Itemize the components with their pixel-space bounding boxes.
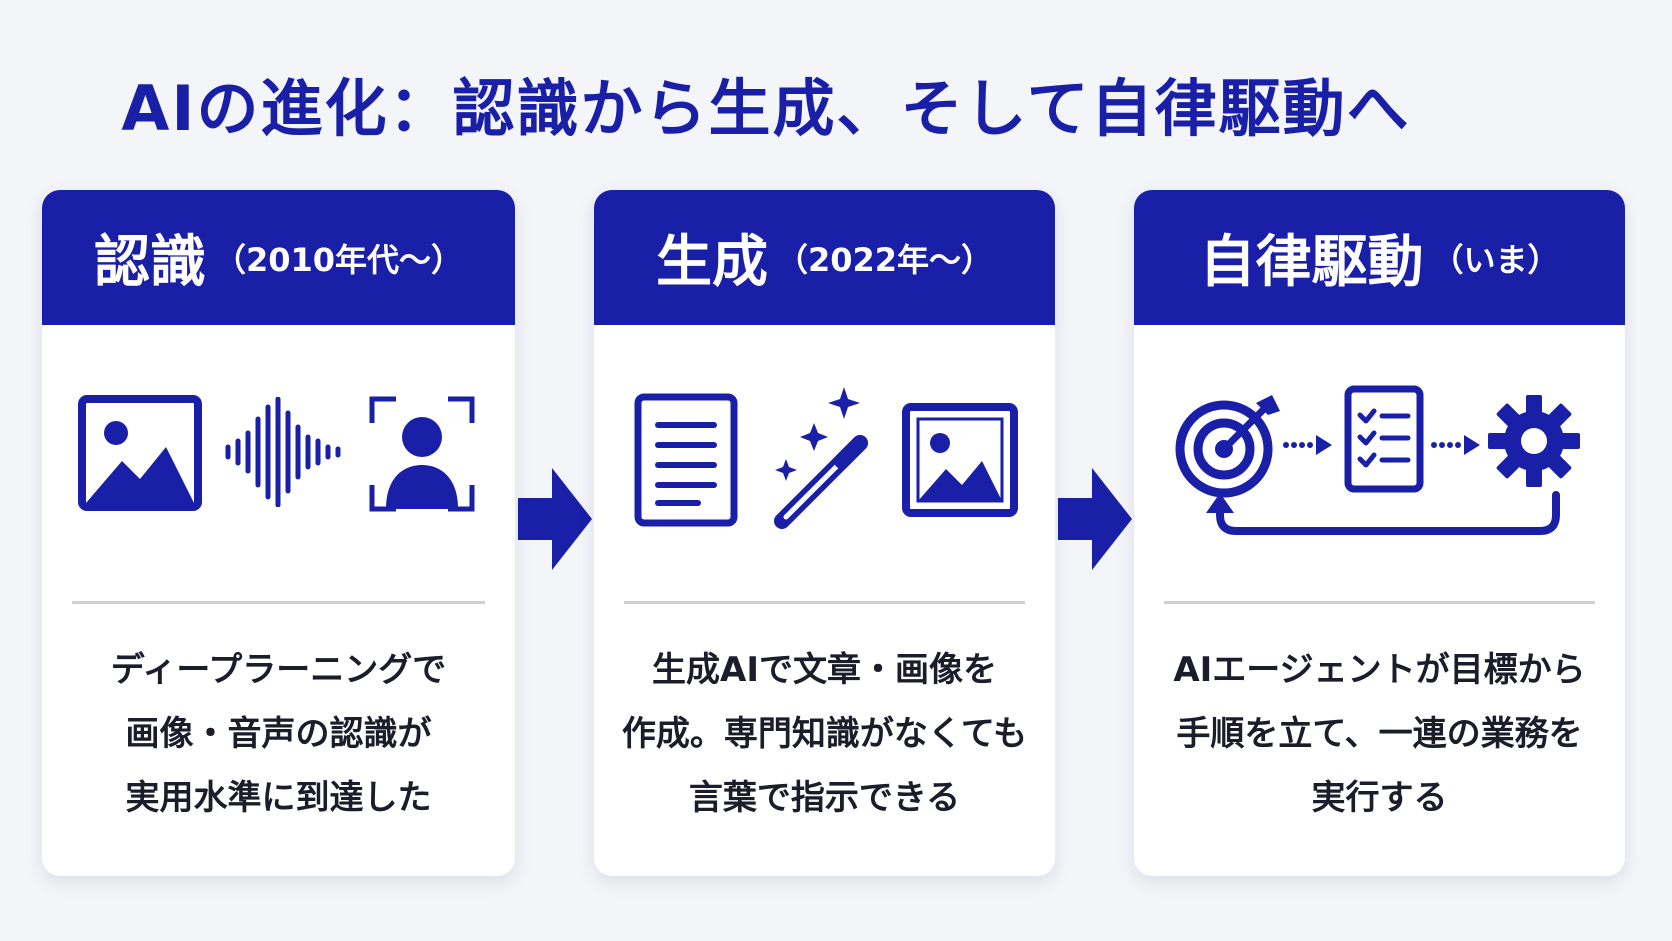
card-header: 認識 （2010年代〜） — [42, 190, 515, 325]
description-line: 画像・音声の認識が — [125, 714, 432, 754]
stage-card-recognition: 認識 （2010年代〜） — [42, 190, 515, 876]
arrow-right-icon — [518, 468, 592, 570]
checklist-icon — [1344, 385, 1424, 493]
stage-heading: 自律駆動 — [1199, 230, 1424, 295]
page-title: AIの進化：認識から生成、そして自律駆動へ — [121, 72, 1411, 145]
description-line: 言葉で指示できる — [688, 778, 961, 818]
description-line: 実行する — [1311, 778, 1448, 818]
stage-heading: 生成 — [655, 230, 768, 295]
dotted-arrow-icon — [1283, 435, 1332, 455]
face-scan-icon — [369, 396, 475, 512]
icon-row — [42, 385, 515, 560]
description-line: 作成。専門知識がなくても — [621, 714, 1028, 754]
sound-wave-icon — [225, 397, 341, 507]
stage-period: （2010年代〜） — [213, 240, 464, 279]
document-icon — [634, 393, 738, 527]
image-icon — [78, 395, 202, 511]
card-header: 自律駆動 （いま） — [1134, 190, 1625, 325]
description-line: AIエージェントが目標から — [1173, 650, 1586, 690]
stage-description: AIエージェントが目標から 手順を立て、一連の業務を 実行する — [1154, 638, 1605, 830]
loop-arrow-icon — [1206, 491, 1560, 535]
arrow-right-icon — [1058, 468, 1132, 570]
description-line: ディープラーニングで — [110, 650, 447, 690]
stage-period: （2022年〜） — [775, 240, 994, 279]
divider — [1164, 601, 1595, 604]
stage-heading: 認識 — [93, 230, 206, 295]
icon-row — [594, 385, 1055, 560]
stage-description: 生成AIで文章・画像を 作成。専門知識がなくても 言葉で指示できる — [614, 638, 1035, 830]
target-icon — [1175, 395, 1280, 498]
image-icon — [902, 403, 1018, 517]
description-line: 手順を立て、一連の業務を — [1176, 714, 1583, 754]
description-line: 実用水準に到達した — [125, 778, 432, 818]
divider — [624, 601, 1025, 604]
stage-card-generation: 生成 （2022年〜） — [594, 190, 1055, 876]
card-header: 生成 （2022年〜） — [594, 190, 1055, 325]
gear-icon — [1488, 395, 1580, 487]
stage-period: （いま） — [1431, 240, 1560, 279]
dotted-arrow-icon — [1431, 435, 1480, 455]
magic-wand-icon — [774, 387, 868, 529]
description-line: 生成AIで文章・画像を — [652, 650, 997, 690]
stage-card-autonomous: 自律駆動 （いま） — [1134, 190, 1625, 876]
divider — [72, 601, 485, 604]
stage-description: ディープラーニングで 画像・音声の認識が 実用水準に到達した — [62, 638, 495, 830]
icon-row — [1134, 385, 1625, 560]
